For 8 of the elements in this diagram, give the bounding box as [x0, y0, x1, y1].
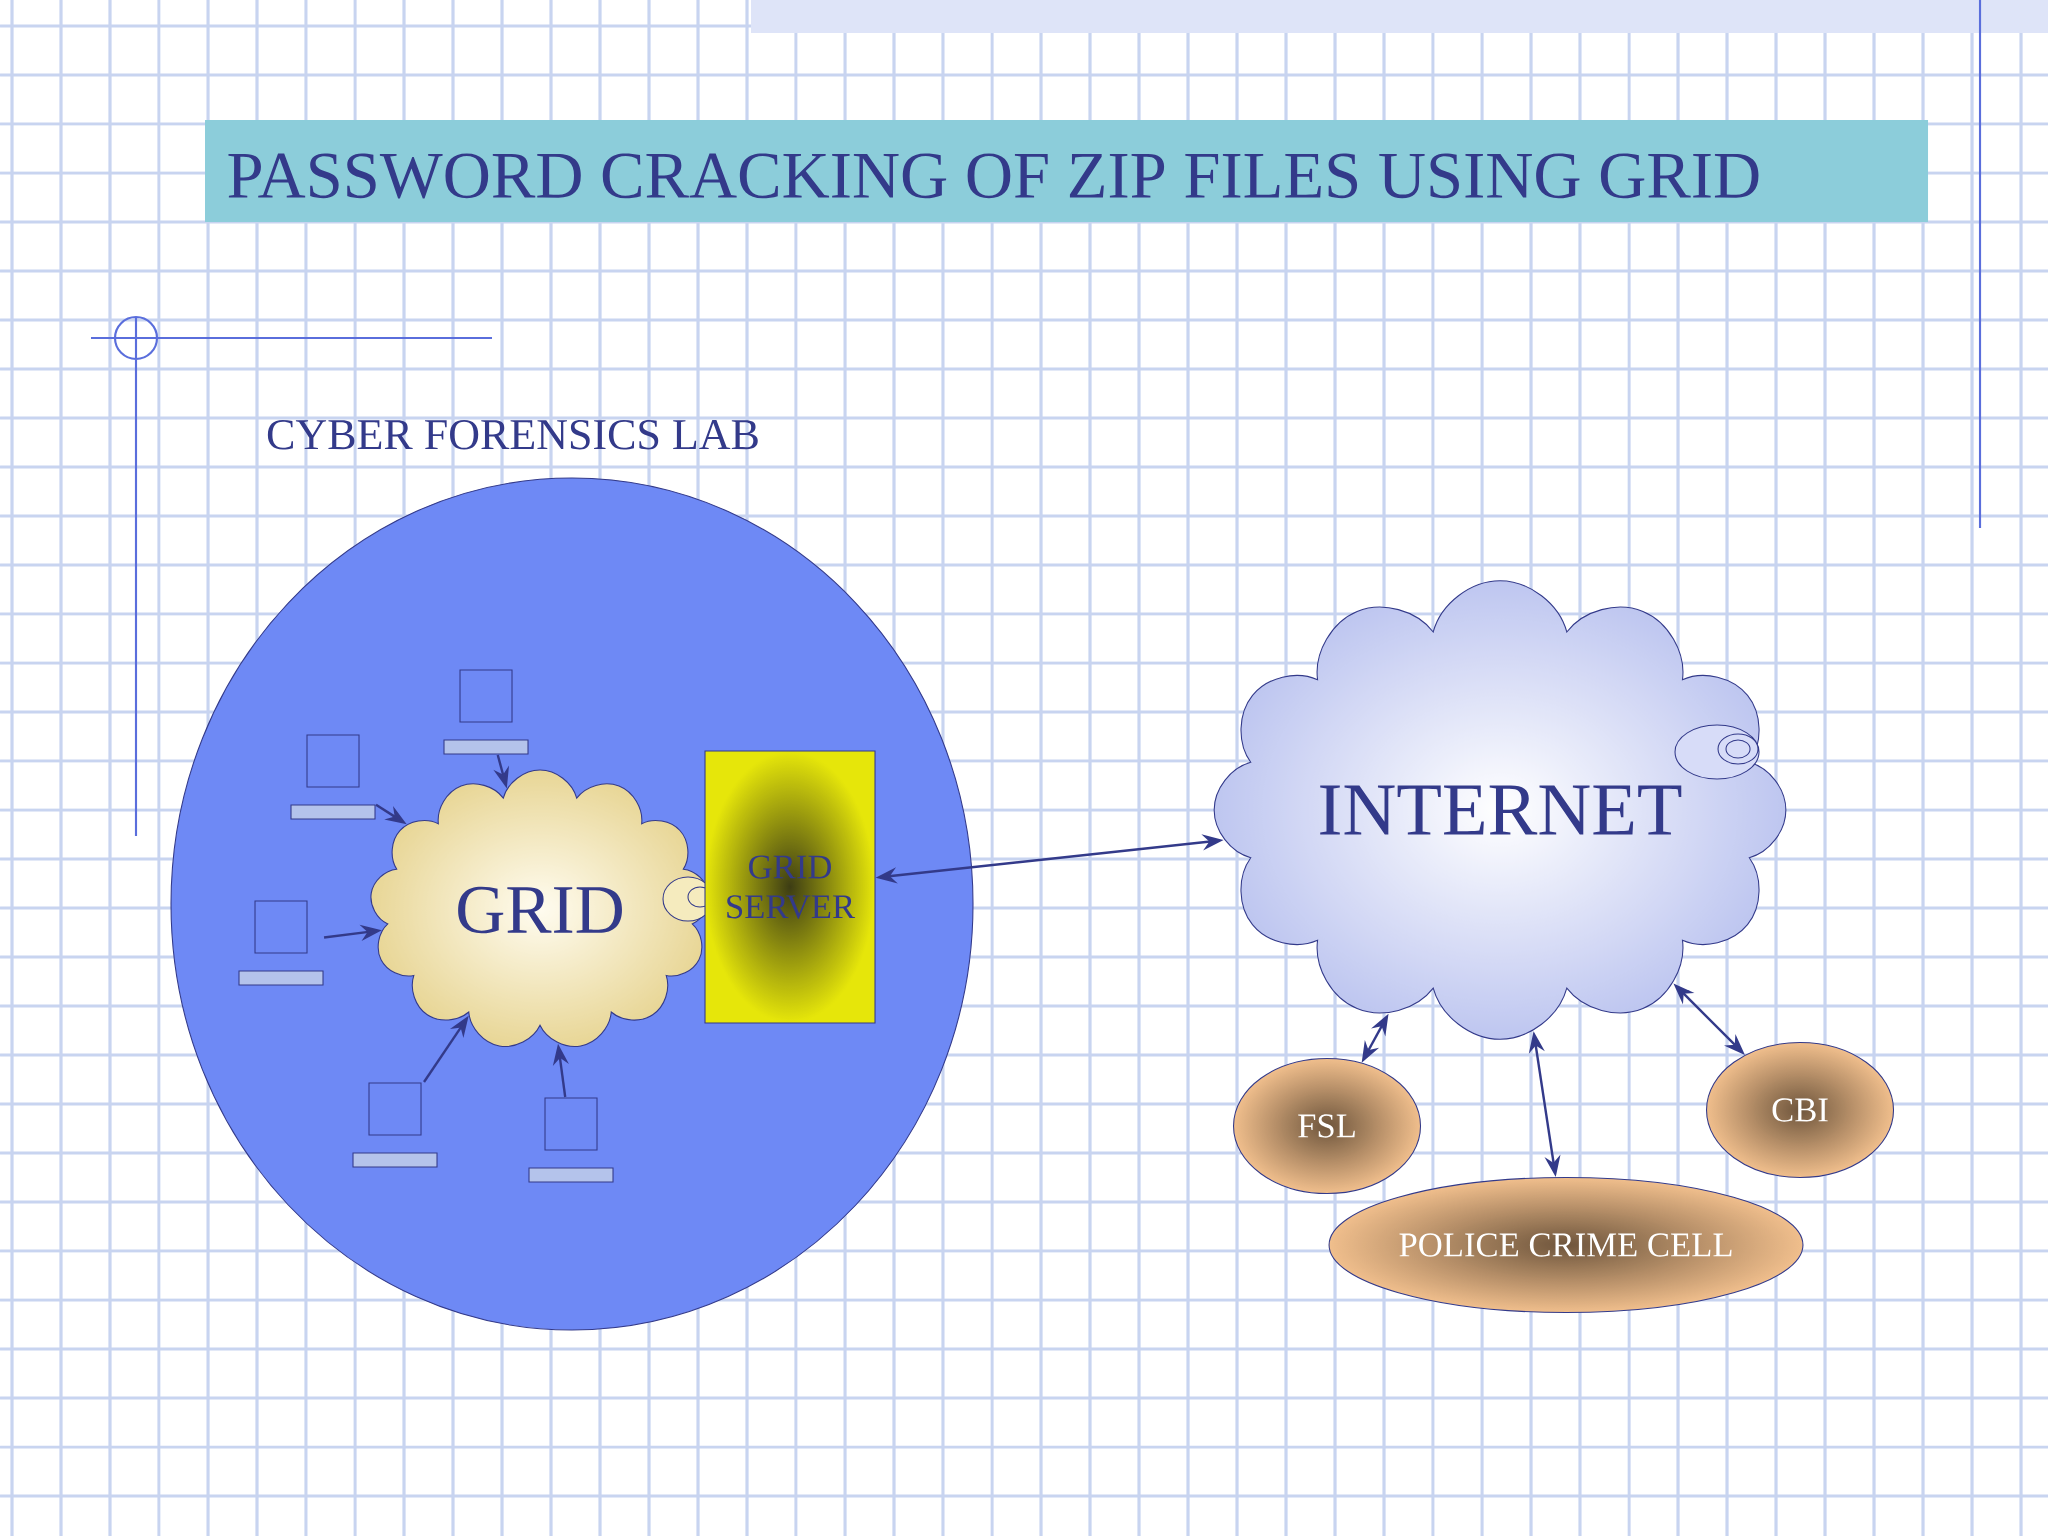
computer-icon	[528, 1097, 614, 1183]
server-box: GRID SERVER	[704, 750, 876, 1024]
computer-icon	[352, 1082, 438, 1168]
node-label: CYBER FORENSICS LAB	[267, 419, 758, 450]
computer-icon	[443, 669, 529, 755]
title-banner: PASSWORD CRACKING OF ZIP FILES USING GRID	[205, 120, 1928, 222]
computer-icon	[238, 900, 324, 986]
computer-icon	[290, 734, 376, 820]
